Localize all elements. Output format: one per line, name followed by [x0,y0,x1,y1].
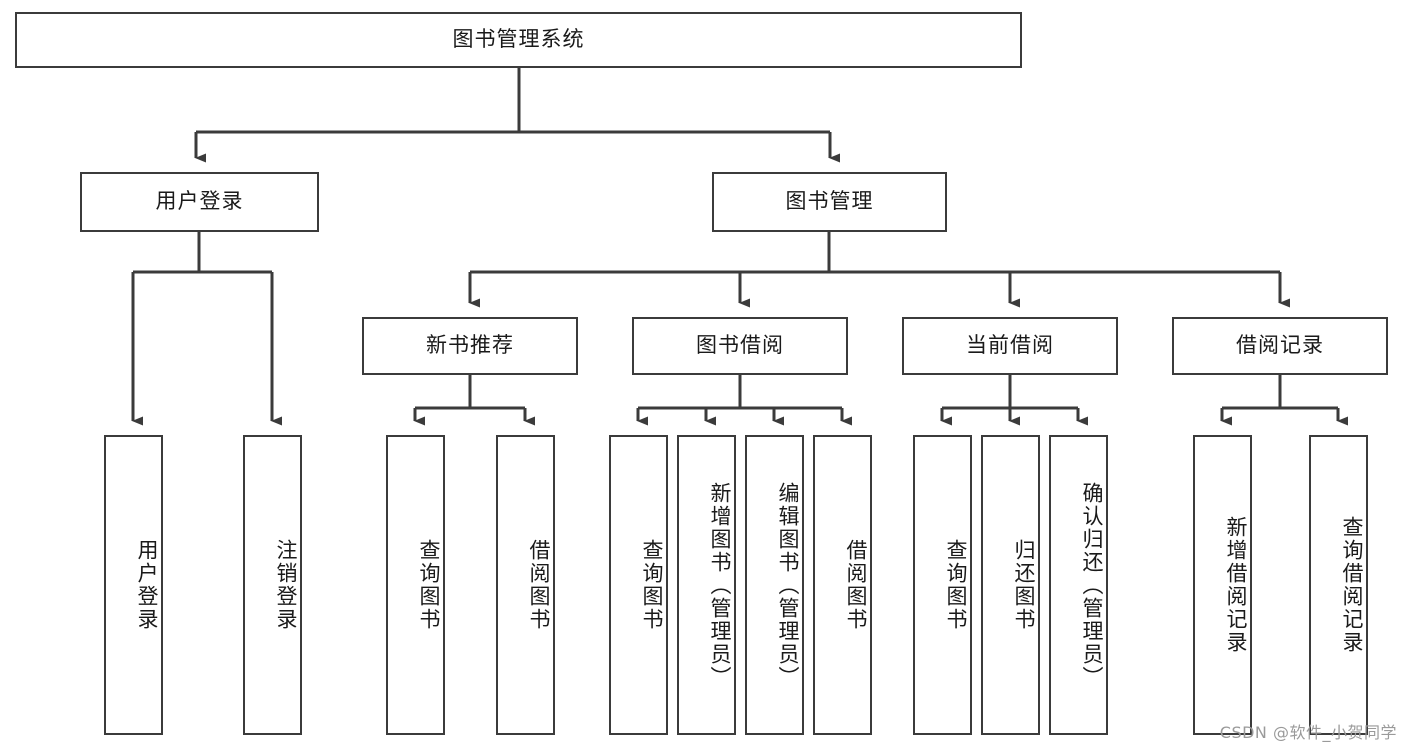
leaf-query-book-current[interactable]: 查询图书 [913,435,972,735]
leaf-return-book[interactable]: 归还图书 [981,435,1040,735]
leaf-label: 借阅图书 [844,539,868,631]
leaf-user-login[interactable]: 用户登录 [104,435,163,735]
leaf-label: 借阅图书 [527,539,551,631]
leaf-label: 查询图书 [417,539,441,631]
leaf-borrow-book[interactable]: 借阅图书 [813,435,872,735]
leaf-label: 注销登录 [274,539,298,631]
node-root-system[interactable]: 图书管理系统 [15,12,1022,68]
leaf-label: 新增图书（管理员） [708,481,732,689]
node-current-borrow[interactable]: 当前借阅 [902,317,1118,375]
leaf-label: 查询借阅记录 [1340,516,1364,654]
leaf-borrow-book-new-rec[interactable]: 借阅图书 [496,435,555,735]
csdn-watermark: CSDN @软件_小贺同学 [1219,723,1397,742]
leaf-label: 新增借阅记录 [1224,516,1248,654]
leaf-confirm-return-admin[interactable]: 确认归还（管理员） [1049,435,1108,735]
node-borrow-record[interactable]: 借阅记录 [1172,317,1388,375]
leaf-label: 编辑图书（管理员） [776,481,800,689]
leaf-add-book-admin[interactable]: 新增图书（管理员） [677,435,736,735]
leaf-label: 确认归还（管理员） [1080,481,1104,689]
leaf-label: 归还图书 [1012,539,1036,631]
node-user-login[interactable]: 用户登录 [80,172,319,232]
node-book-borrow[interactable]: 图书借阅 [632,317,848,375]
leaf-add-borrow-record[interactable]: 新增借阅记录 [1193,435,1252,735]
leaf-label: 查询图书 [944,539,968,631]
leaf-logout[interactable]: 注销登录 [243,435,302,735]
leaf-label: 查询图书 [640,539,664,631]
leaf-edit-book-admin[interactable]: 编辑图书（管理员） [745,435,804,735]
node-new-book-recommend[interactable]: 新书推荐 [362,317,578,375]
leaf-query-book-borrow[interactable]: 查询图书 [609,435,668,735]
leaf-label: 用户登录 [135,539,159,631]
node-book-manage[interactable]: 图书管理 [712,172,947,232]
leaf-query-borrow-record[interactable]: 查询借阅记录 [1309,435,1368,735]
leaf-query-book-new-rec[interactable]: 查询图书 [386,435,445,735]
